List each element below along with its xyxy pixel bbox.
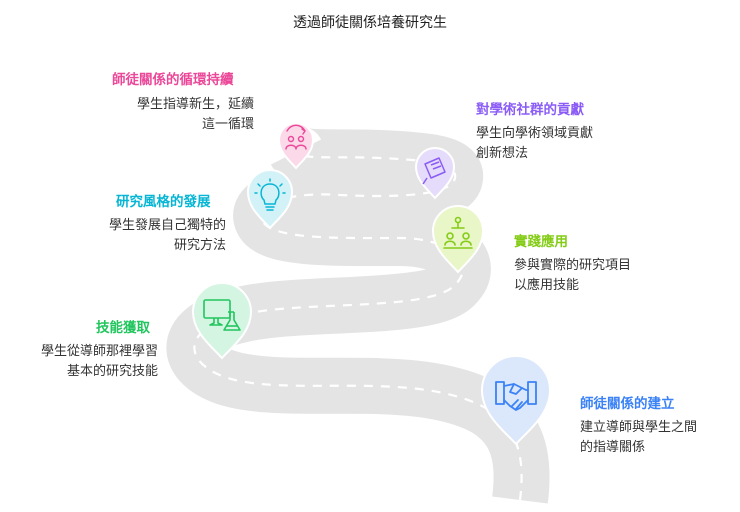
step-desc-mentorship-cycle: 學生指導新生，延續 這一循環 <box>137 95 254 135</box>
step-title-skill-acquisition: 技能獲取 <box>96 320 150 336</box>
desc-line: 學生指導新生，延續 <box>136 97 254 112</box>
step-title-mentorship-cycle: 師徒關係的循環持續 <box>112 72 234 88</box>
page-title: 透過師徒關係培養研究生 <box>293 15 447 31</box>
step-title-academic-contribution: 對學術社群的貢獻 <box>476 102 584 118</box>
desc-line: 研究方法 <box>173 238 226 253</box>
step-title-research-style: 研究風格的發展 <box>116 194 211 210</box>
lightbulb-icon <box>254 178 286 211</box>
desc-line: 參與實際的研究項目 <box>514 258 632 273</box>
computer-lab-flask-icon <box>203 299 241 331</box>
mentoring-cycle-icon <box>285 124 307 150</box>
step-title-mentorship-start: 師徒關係的建立 <box>580 396 675 412</box>
pin-skill-acquisition <box>191 282 253 360</box>
pin-academic-contribution <box>414 147 456 200</box>
step-title-practical-application: 實踐應用 <box>514 234 568 250</box>
team-project-icon <box>443 216 473 249</box>
pin-research-style <box>246 169 294 230</box>
desc-line: 建立導師與學生之間 <box>580 420 698 435</box>
desc-line: 學生從導師那裡學習 <box>40 344 158 359</box>
document-contribution-icon <box>422 157 446 185</box>
desc-line: 學生向學術領域貢獻 <box>476 126 594 141</box>
pin-mentorship-start <box>480 355 552 446</box>
desc-line: 以應用技能 <box>514 278 580 293</box>
handshake-icon <box>495 381 537 411</box>
step-desc-research-style: 學生發展自己獨特的 研究方法 <box>109 216 226 256</box>
pin-practical-application <box>431 205 485 274</box>
desc-line: 基本的研究技能 <box>66 364 158 379</box>
desc-line: 學生發展自己獨特的 <box>108 218 226 233</box>
desc-line: 的指導關係 <box>580 440 646 455</box>
step-desc-practical-application: 參與實際的研究項目 以應用技能 <box>514 256 631 296</box>
pin-mentorship-cycle <box>277 122 315 170</box>
desc-line: 創新想法 <box>476 146 529 161</box>
desc-line: 這一循環 <box>201 117 254 132</box>
step-desc-mentorship-start: 建立導師與學生之間 的指導關係 <box>580 418 697 458</box>
step-desc-academic-contribution: 學生向學術領域貢獻 創新想法 <box>476 124 593 164</box>
step-desc-skill-acquisition: 學生從導師那裡學習 基本的研究技能 <box>41 342 158 382</box>
